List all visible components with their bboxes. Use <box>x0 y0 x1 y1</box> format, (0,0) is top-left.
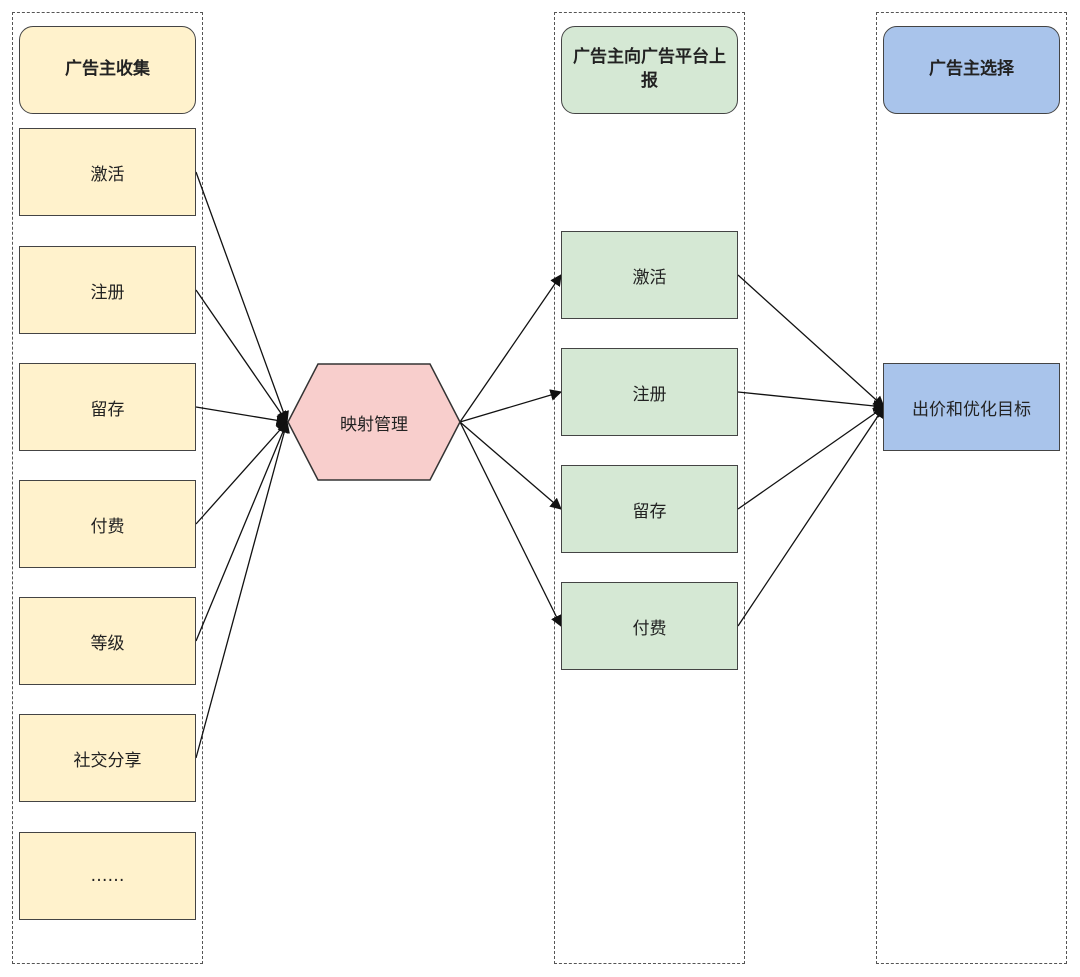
link-collect-1-mapping <box>195 171 289 424</box>
collect-item-retention: 留存 <box>19 363 196 451</box>
mapping-label: 映射管理 <box>340 414 408 435</box>
select-header: 广告主选择 <box>883 26 1060 114</box>
collect-item-level: 等级 <box>19 597 196 685</box>
link-report-4-target <box>737 406 885 627</box>
link-collect-3-mapping <box>195 406 289 427</box>
link-mapping-report-4 <box>459 421 562 628</box>
report-item-register: 注册 <box>561 348 738 436</box>
collect-item-social-share: 社交分享 <box>19 714 196 802</box>
collect-item-activation: 激活 <box>19 128 196 216</box>
link-collect-4-mapping <box>195 421 288 525</box>
lane-report <box>554 12 745 964</box>
link-report-3-target <box>737 406 885 510</box>
link-mapping-report-3 <box>459 421 562 510</box>
report-header: 广告主向广告平台上报 <box>561 26 738 114</box>
link-mapping-report-2 <box>459 389 563 423</box>
link-mapping-report-1 <box>459 274 562 423</box>
collect-header: 广告主收集 <box>19 26 196 114</box>
lane-select <box>876 12 1067 964</box>
select-target: 出价和优化目标 <box>883 363 1060 451</box>
collect-item-register: 注册 <box>19 246 196 334</box>
report-item-activation: 激活 <box>561 231 738 319</box>
lane-collect <box>12 12 203 964</box>
link-report-1-target <box>737 274 885 408</box>
link-collect-6-mapping <box>195 420 290 759</box>
link-collect-2-mapping <box>195 289 288 423</box>
mapping-hexagon <box>287 363 461 481</box>
collect-item-more: …… <box>19 832 196 920</box>
report-item-retention: 留存 <box>561 465 738 553</box>
collect-item-payment: 付费 <box>19 480 196 568</box>
report-item-payment: 付费 <box>561 582 738 670</box>
link-report-2-target <box>737 391 886 412</box>
link-collect-5-mapping <box>195 420 289 642</box>
